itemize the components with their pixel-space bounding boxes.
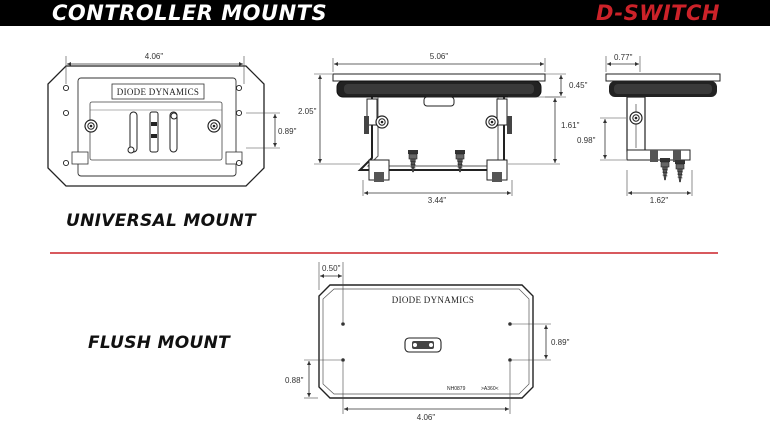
flush-width-dim: 4.06" (417, 413, 436, 422)
universal-side-width-dim: 5.06" (430, 52, 449, 61)
universal-end-side-dim: 0.98" (577, 136, 596, 145)
universal-logo: DIODE DYNAMICS (117, 87, 199, 97)
product-name: D-SWITCH (596, 1, 720, 25)
flush-mount-label: FLUSH MOUNT (88, 333, 231, 353)
universal-side-view: 5.06" 0.45" 2.05" 1.61" 3.44" (298, 52, 588, 205)
universal-side-height-dim: 2.05" (298, 107, 317, 116)
flush-logo: DIODE DYNAMICS (392, 295, 474, 305)
universal-front-height-dim: 0.89" (278, 127, 297, 136)
flush-front-view: DIODE DYNAMICS NH0879 >A360< 0.50" 0.89"… (285, 262, 570, 422)
universal-front-view: DIODE DYNAMICS 4.06" 0.89" (47, 52, 297, 187)
universal-side-base-dim: 3.44" (428, 196, 447, 205)
universal-end-base-dim: 1.62" (650, 196, 669, 205)
page-title: CONTROLLER MOUNTS (52, 1, 328, 25)
header-bar: CONTROLLER MOUNTS D-SWITCH (0, 0, 770, 26)
flush-inset-dim: 0.50" (322, 264, 341, 273)
universal-side-top-dim: 0.45" (569, 81, 588, 90)
flush-left-dim: 0.88" (285, 376, 304, 385)
flush-part-number: NH0879 (447, 386, 466, 392)
flush-material-mark: >A360< (481, 386, 499, 392)
universal-end-top-dim: 0.77" (614, 53, 633, 62)
flush-right-dim: 0.89" (551, 338, 570, 347)
universal-side-inner-dim: 1.61" (561, 121, 580, 130)
universal-end-view: 0.77" 0.98" 1.62" (577, 53, 721, 205)
universal-front-width-dim: 4.06" (145, 52, 164, 61)
universal-mount-label: UNIVERSAL MOUNT (66, 211, 256, 231)
